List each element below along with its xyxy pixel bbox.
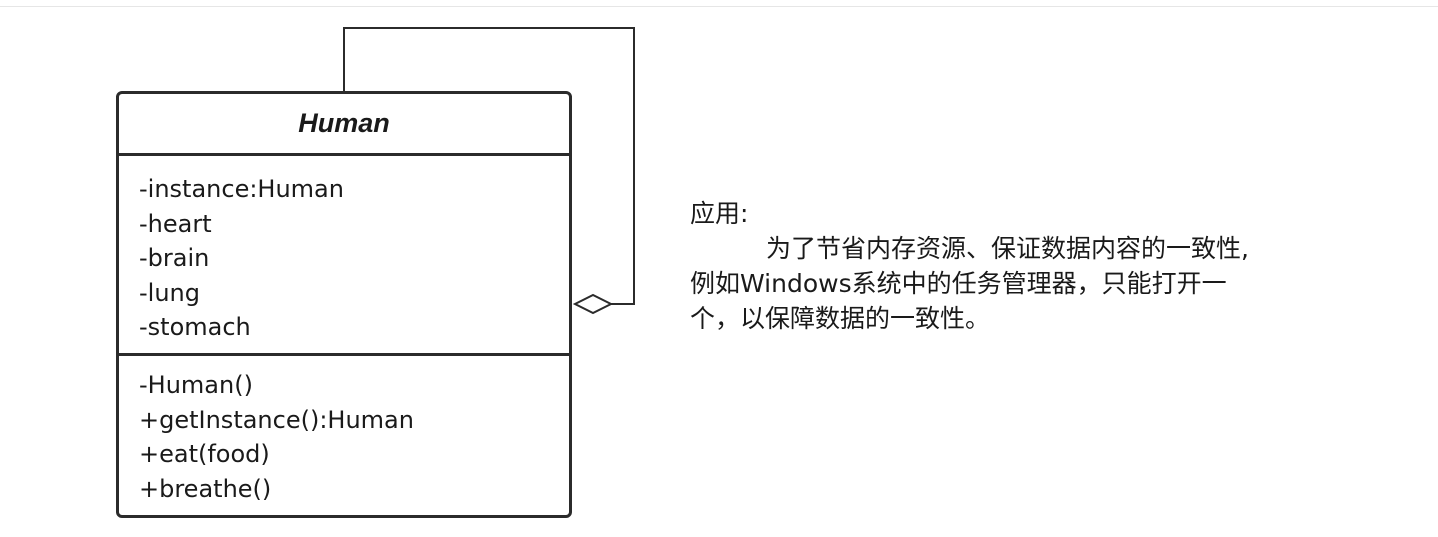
attribute-lung: -lung bbox=[139, 278, 200, 307]
method-get-instance: +getInstance():Human bbox=[139, 405, 414, 434]
class-header: Human bbox=[119, 94, 569, 156]
note-line-2: 例如Windows系统中的任务管理器，只能打开一 bbox=[690, 269, 1227, 298]
method-constructor: -Human() bbox=[139, 371, 253, 399]
attribute-instance: -instance:Human bbox=[139, 175, 344, 203]
method-eat: +eat(food) bbox=[139, 440, 270, 468]
top-divider bbox=[0, 6, 1438, 7]
methods-section: -Human() +getInstance():Human +eat(food)… bbox=[119, 356, 569, 506]
note-line-1: 为了节省内存资源、保证数据内容的一致性, bbox=[766, 234, 1249, 263]
attribute-heart: -heart bbox=[139, 209, 212, 238]
attributes-section: -instance:Human -heart -brain -lung -sto… bbox=[119, 156, 569, 356]
aggregation-diamond bbox=[572, 293, 614, 315]
attribute-brain: -brain bbox=[139, 244, 210, 272]
note-line-3: 个，以保障数据的一致性。 bbox=[690, 304, 991, 333]
self-association-path bbox=[343, 27, 635, 305]
note-title: 应用: bbox=[690, 199, 749, 228]
method-breathe: +breathe() bbox=[139, 474, 272, 503]
class-box-human[interactable]: Human -instance:Human -heart -brain -lun… bbox=[116, 91, 572, 518]
attribute-stomach: -stomach bbox=[139, 313, 251, 341]
class-name: Human bbox=[298, 108, 390, 138]
application-note: 应用: 为了节省内存资源、保证数据内容的一致性, 例如Windows系统中的任务… bbox=[690, 196, 1249, 336]
